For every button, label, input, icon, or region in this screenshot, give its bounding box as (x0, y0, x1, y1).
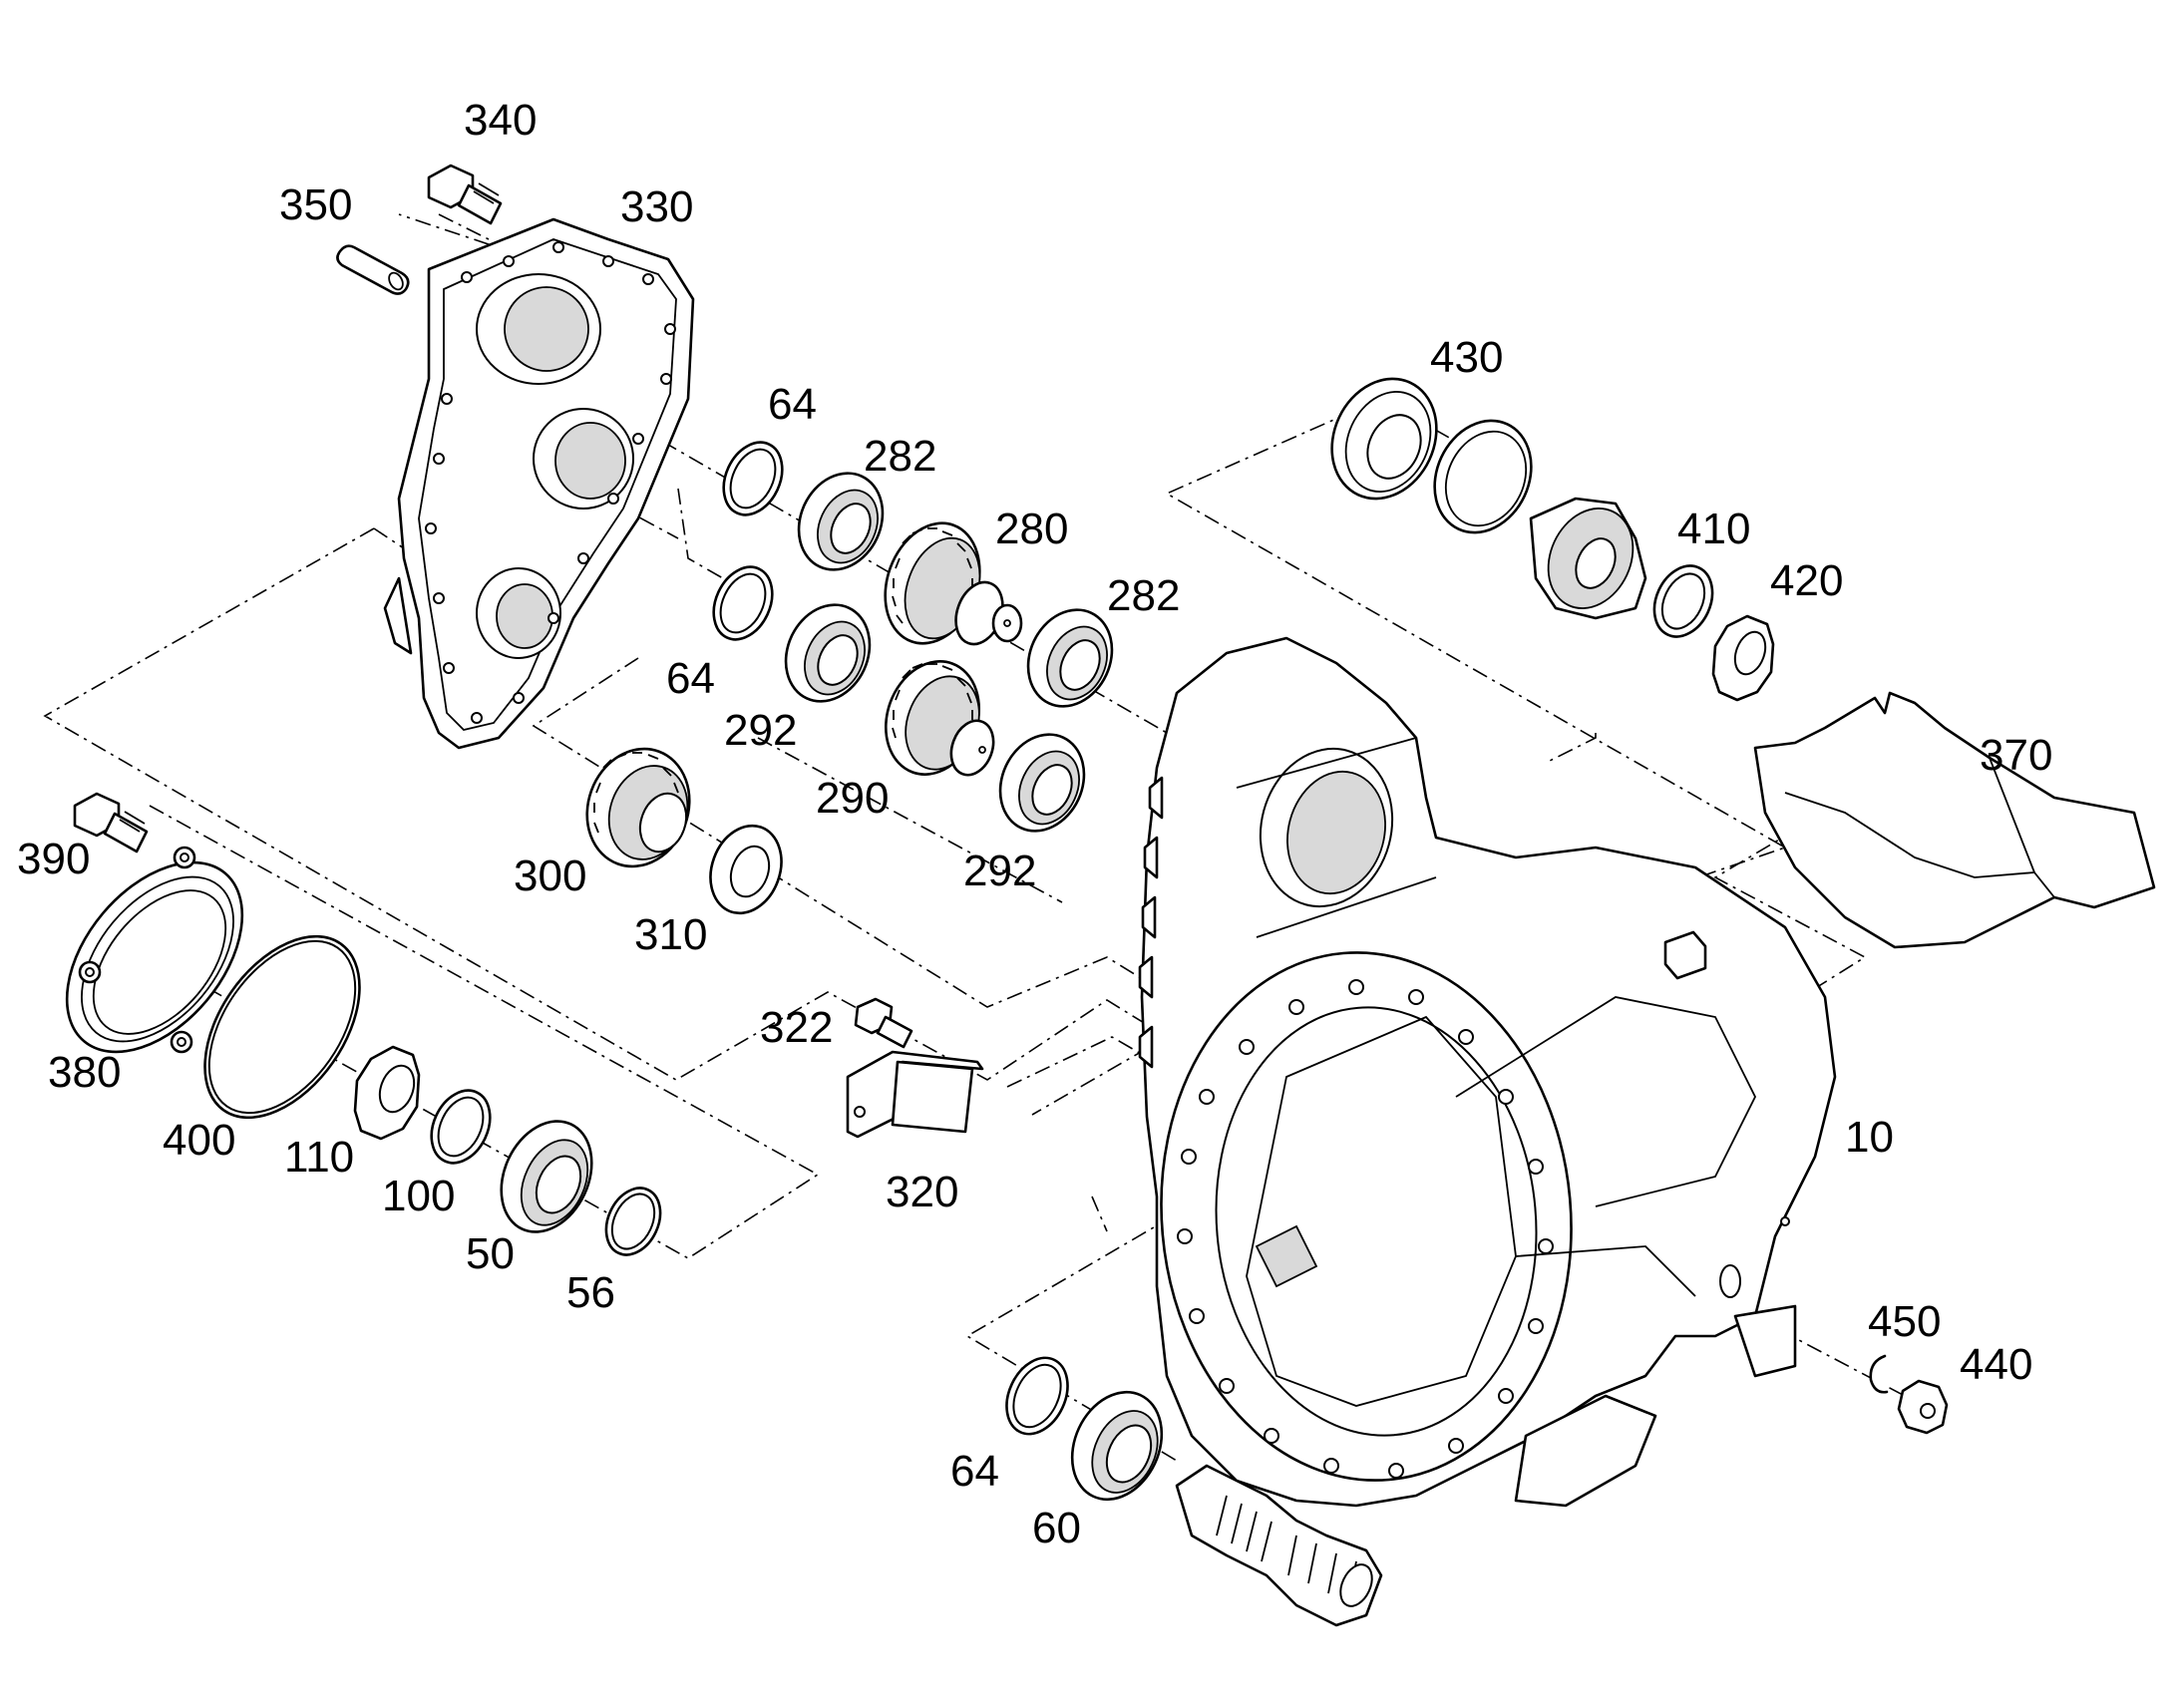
housing-10 (1138, 636, 1837, 1508)
dust-cover (1433, 419, 1533, 534)
callout-282-right: 282 (1107, 571, 1180, 620)
snap-ring-64-lower (1005, 1356, 1069, 1436)
gear-290 (884, 660, 995, 777)
bearing-60 (1070, 1390, 1164, 1502)
callout-440: 440 (1960, 1340, 2032, 1389)
callout-400: 400 (163, 1116, 235, 1165)
shield-370 (1753, 691, 2156, 949)
bearing-282-right (1026, 608, 1114, 708)
snap-ring-100 (430, 1089, 492, 1165)
seal-430 (1330, 377, 1438, 501)
callout-340: 340 (464, 96, 537, 145)
snap-ring-56 (604, 1187, 662, 1256)
bolt-340 (427, 164, 503, 225)
snap-ring-64-upper (722, 441, 784, 516)
callout-380: 380 (48, 1048, 121, 1097)
washer-310 (709, 824, 783, 915)
callout-410: 410 (1677, 505, 1750, 553)
callout-10: 10 (1845, 1113, 1894, 1162)
callout-64-lower: 64 (950, 1447, 999, 1496)
cover-bolt-holes (425, 241, 676, 724)
callout-64-upper: 64 (768, 380, 817, 429)
callout-370: 370 (1980, 731, 2052, 780)
gear-300 (585, 747, 691, 868)
housing-bolt-holes (1177, 979, 1554, 1479)
callout-450: 450 (1868, 1297, 1941, 1346)
callout-110: 110 (284, 1133, 354, 1182)
flange-cover-380 (65, 846, 244, 1054)
plug-440 (1897, 1379, 1949, 1435)
bracket-320 (846, 1050, 984, 1139)
slotted-nut-110 (353, 1045, 421, 1141)
screw-322 (854, 997, 913, 1049)
callout-390: 390 (17, 835, 90, 883)
bearing-292-right (998, 733, 1086, 833)
callout-320: 320 (886, 1168, 958, 1216)
callout-322: 322 (760, 1003, 833, 1052)
gear-shaft-280 (884, 521, 1023, 646)
callout-292-right: 292 (963, 847, 1036, 895)
callout-100: 100 (382, 1172, 455, 1220)
o-ring-400 (203, 934, 361, 1120)
callout-300: 300 (514, 852, 586, 900)
callout-430: 430 (1430, 333, 1503, 382)
bearing-292-left (784, 603, 872, 703)
output-flange (1529, 497, 1647, 620)
callout-50: 50 (466, 1229, 515, 1278)
cover-plate-330 (383, 217, 695, 750)
callout-310: 310 (634, 910, 707, 959)
callout-56: 56 (566, 1268, 615, 1317)
callout-330: 330 (620, 182, 693, 231)
snap-ring-410 (1652, 564, 1714, 638)
seal-ring-450 (1869, 1354, 1889, 1394)
callout-280: 280 (995, 505, 1068, 553)
pinion-shaft (1175, 1464, 1383, 1627)
callout-64-middle: 64 (666, 654, 715, 703)
bearing-50 (500, 1120, 593, 1233)
bolt-390 (73, 792, 149, 854)
callout-282-left: 282 (864, 432, 936, 481)
bearing-282-left (797, 472, 885, 571)
callout-290: 290 (816, 774, 889, 823)
callout-292-left: 292 (724, 706, 797, 755)
pin-350 (336, 244, 410, 295)
callout-labels: 340 350 330 64 282 280 64 282 292 290 29… (17, 96, 2052, 1552)
snap-ring-64-middle (712, 565, 774, 641)
callout-60: 60 (1032, 1504, 1081, 1552)
callout-420: 420 (1770, 556, 1843, 605)
nut-420 (1711, 614, 1775, 702)
callout-350: 350 (279, 180, 352, 229)
